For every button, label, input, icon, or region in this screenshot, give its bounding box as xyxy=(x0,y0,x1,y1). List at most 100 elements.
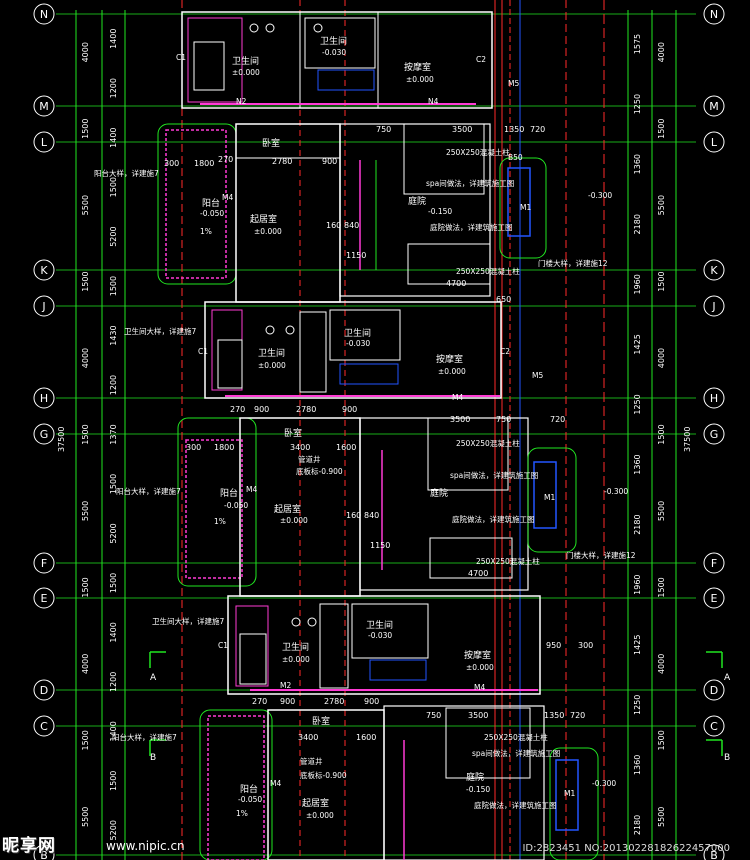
axis-label-L-right: L xyxy=(711,136,718,149)
dim-900-3b: 900 xyxy=(364,697,379,706)
living-label-1: 起居室 xyxy=(250,213,277,225)
dim-1600-3: 1600 xyxy=(356,733,376,742)
right-dim-inner-10: 1425 xyxy=(633,635,642,655)
left-dim-outer-0: 4000 xyxy=(81,42,90,62)
watermark-logo: 昵享网 xyxy=(2,836,56,856)
axis-label-K-right: K xyxy=(710,264,718,277)
door-m1-1: M1 xyxy=(520,203,531,212)
right-dim-outer-6: 5500 xyxy=(657,501,666,521)
axis-bubble-J-left xyxy=(33,295,55,317)
dim-270-3: 270 xyxy=(252,697,267,706)
balcony-note-3: 阳台大样，详建施7 xyxy=(112,732,177,742)
level-mark-3: -0.300 xyxy=(592,779,616,788)
door-m4-3: M4 xyxy=(474,683,485,692)
dim-950-3: 950 xyxy=(546,641,561,650)
bath2-label-3: 卫生间 xyxy=(366,619,393,631)
left-dim-inner-10: 5200 xyxy=(109,523,118,543)
massage-label-2: 按摩室 xyxy=(436,353,463,365)
bath2-level-3: -0.030 xyxy=(368,631,392,640)
dim-750-1: 750 xyxy=(376,125,391,134)
right-dimension-text: 4000150055001500400015005500150040001500… xyxy=(633,34,666,835)
door-m2-3: M2 xyxy=(280,681,291,690)
bath-level-1: ±0.000 xyxy=(232,68,260,77)
level-mark-2: -0.300 xyxy=(604,487,628,496)
left-dim-inner-2: 1400 xyxy=(109,127,118,147)
right-dim-outer-9: 1500 xyxy=(657,730,666,750)
bedroom-label-1: 卧室 xyxy=(262,137,280,149)
axis-label-N-right: N xyxy=(710,8,718,21)
axis-label-D-right: D xyxy=(710,684,718,697)
bath2-label-2: 卫生间 xyxy=(344,327,371,339)
pipe-level-2: 底板标-0.900 xyxy=(296,466,343,476)
axis-bubble-B-right xyxy=(703,844,725,860)
door-m5-2: M5 xyxy=(532,371,543,380)
balcony-label-3: 阳台 xyxy=(240,783,258,795)
dim-160-1: 160 xyxy=(326,221,341,230)
door-m1-3: M1 xyxy=(564,789,575,798)
massage-level-3: ±0.000 xyxy=(466,663,494,672)
dim-840-2: 840 xyxy=(364,511,379,520)
right-dim-outer-5: 1500 xyxy=(657,424,666,444)
bath-note-2: 卫生间大样，详建施7 xyxy=(124,326,196,336)
section-markers xyxy=(149,651,723,756)
right-dim-outer-7: 1500 xyxy=(657,577,666,597)
right-dim-inner-5: 1425 xyxy=(633,334,642,354)
door-c2-1: C2 xyxy=(476,55,486,64)
dim-900-1: 900 xyxy=(322,157,337,166)
dim-1150-2: 1150 xyxy=(370,541,390,550)
unit-2 xyxy=(177,301,577,597)
right-dim-outer-3: 1500 xyxy=(657,271,666,291)
axis-label-M-right: M xyxy=(709,100,719,113)
axis-label-H-left: H xyxy=(40,392,48,405)
left-dim-inner-0: 1400 xyxy=(109,29,118,49)
axis-label-H-right: H xyxy=(710,392,718,405)
axis-label-J-right: J xyxy=(711,300,715,313)
column-note-3: 250X250混凝土柱 xyxy=(484,732,548,742)
axis-bubble-G-left xyxy=(33,423,55,445)
axis-label-C-left: C xyxy=(40,720,48,733)
bath-level-2: ±0.000 xyxy=(258,361,286,370)
axis-label-E-right: E xyxy=(711,592,718,605)
right-dim-outer-4: 4000 xyxy=(657,348,666,368)
balcony-level-3: -0.050 xyxy=(238,795,262,804)
watermark-url: www.nipic.cn xyxy=(106,839,185,853)
dim-1800-2: 1800 xyxy=(214,443,234,452)
spa-note-1: spa间做法，详建筑施工图 xyxy=(426,178,514,188)
yard-note-2: 庭院做法，详建筑施工图 xyxy=(452,514,535,524)
door-m3-3: M4 xyxy=(270,779,281,788)
axis-bubble-N-left xyxy=(33,3,55,25)
axis-label-N-left: N xyxy=(40,8,48,21)
total-dimension: 37500 xyxy=(57,427,66,452)
bath2-level-1: -0.030 xyxy=(322,48,346,57)
column-note-1: 250X250混凝土柱 xyxy=(446,147,510,157)
left-dim-outer-4: 4000 xyxy=(81,348,90,368)
axis-label-G-right: G xyxy=(710,428,719,441)
bedroom-label-3: 卧室 xyxy=(312,715,330,727)
axis-label-B-right: B xyxy=(710,849,718,860)
column-note-2b: 250X250混凝土柱 xyxy=(476,556,540,566)
living-level-3: ±0.000 xyxy=(306,811,334,820)
column-note-2: 250X250混凝土柱 xyxy=(456,438,520,448)
axis-label-M-left: M xyxy=(39,100,49,113)
living-label-3: 起居室 xyxy=(302,797,329,809)
door-m5-1: M5 xyxy=(508,79,519,88)
left-dim-inner-12: 1400 xyxy=(109,622,118,642)
axis-label-K-left: K xyxy=(40,264,48,277)
dim-1800-1: 1800 xyxy=(194,159,214,168)
left-dimension-text: 4000150055001500400015005500150040001500… xyxy=(81,29,118,841)
dim-840-1: 840 xyxy=(344,221,359,230)
massage-level-1: ±0.000 xyxy=(406,75,434,84)
left-dim-inner-3: 1500 xyxy=(109,177,118,197)
left-dim-outer-10: 5500 xyxy=(81,807,90,827)
dim-2780-1: 2780 xyxy=(272,157,292,166)
dim-3400-3: 3400 xyxy=(298,733,318,742)
right-dim-outer-0: 4000 xyxy=(657,42,666,62)
left-dim-inner-8: 1370 xyxy=(109,424,118,444)
axis-bubble-N-right xyxy=(703,3,725,25)
balcony-note-1: 阳台大样，详建施7 xyxy=(94,168,159,178)
right-dimension-rails xyxy=(627,10,677,860)
dim-750-3: 750 xyxy=(426,711,441,720)
yard-label-1: 庭院 xyxy=(408,195,426,207)
right-dim-inner-7: 1360 xyxy=(633,454,642,474)
dim-270-2: 270 xyxy=(230,405,245,414)
